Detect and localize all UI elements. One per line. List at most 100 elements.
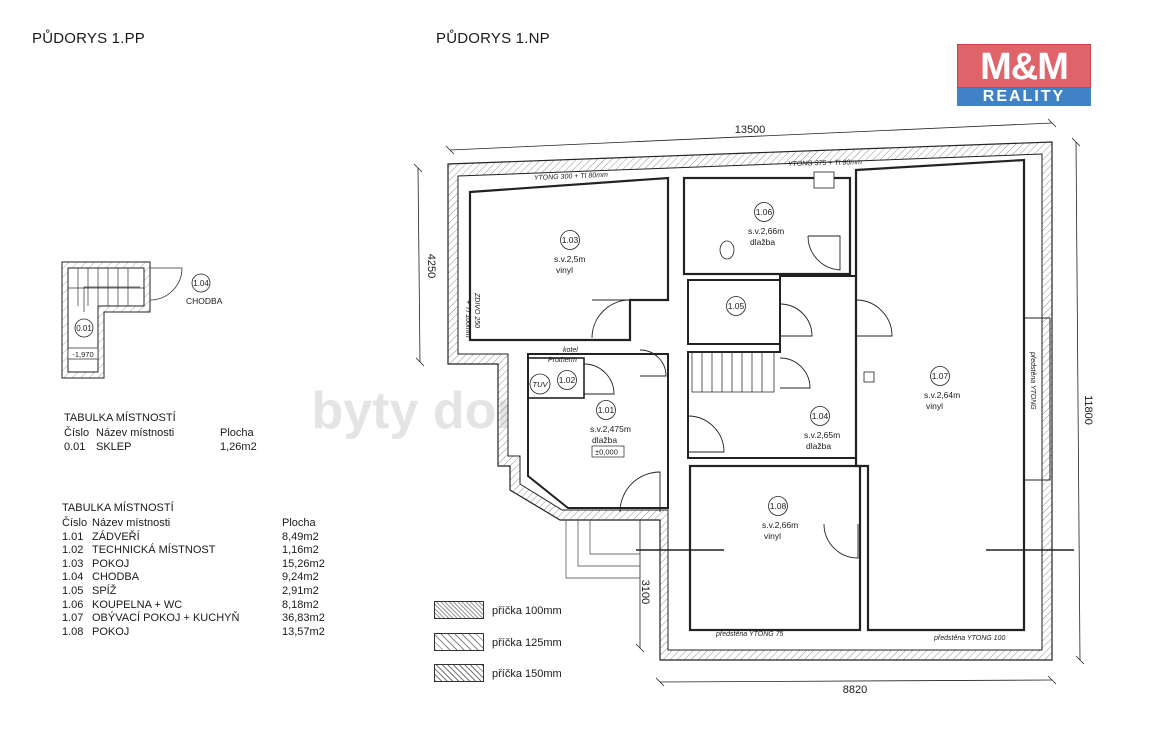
table-1np-header: Číslo Název místnosti Plocha: [62, 517, 362, 531]
room-marker: [754, 202, 774, 222]
dim-bottom-width: 8820: [843, 684, 867, 696]
wall-label-ytong-300: YTONG 300 + TI 80mm: [534, 172, 608, 182]
table-1np: Číslo Název místnosti Plocha 1.01 ZÁDVEŘÍ…: [62, 517, 362, 639]
table-row: 0.01 SKLEP 1,26m2: [64, 441, 284, 455]
table-1np-title: TABULKA MÍSTNOSTÍ: [62, 502, 174, 514]
logo-mark: M&M: [957, 44, 1091, 88]
table-1pp-header-number: Číslo: [64, 427, 90, 439]
table-cell: 1.01: [62, 530, 84, 543]
table-row: 1.06 KOUPELNA + WC 8,18m2: [62, 599, 362, 613]
table-cell: SKLEP: [96, 440, 132, 453]
room-floor: vinyl: [926, 401, 943, 411]
wall-label-predstena-100: předstěna YTONG 100: [933, 635, 1005, 642]
room-id: 1.01: [598, 405, 615, 415]
room-id: 1.03: [562, 235, 579, 245]
wall-label-ytong-375: YTONG 375 + TI 80mm: [788, 159, 862, 168]
table-row: 1.07 OBÝVACÍ POKOJ + KUCHYŇ 36,83m2: [62, 612, 362, 626]
table-cell: SPÍŽ: [92, 584, 117, 597]
basement-corridor-id: 1.04: [193, 279, 209, 288]
table-cell: ZÁDVEŘÍ: [92, 530, 140, 543]
room-marker: [557, 370, 577, 390]
room-id: 1.05: [728, 301, 745, 311]
table-cell: 1,16m2: [282, 544, 319, 557]
table-cell: 1.06: [62, 598, 84, 611]
legend-swatch-150: [434, 664, 484, 682]
room-level: ±0,000: [595, 448, 618, 457]
room-id: 1.04: [812, 411, 829, 421]
table-cell: 2,91m2: [282, 584, 319, 597]
room-id: 1.08: [770, 501, 787, 511]
table-cell: 1.04: [62, 571, 84, 584]
table-1pp: Číslo Název místnosti Plocha 0.01 SKLEP …: [64, 427, 284, 454]
basement-corridor-name: CHODBA: [186, 296, 223, 306]
legend-label-150: příčka 150mm: [492, 668, 562, 680]
room-height: s.v.2,475m: [590, 424, 631, 434]
room-floor: vinyl: [764, 531, 781, 541]
table-row: 1.01 ZÁDVEŘÍ 8,49m2: [62, 531, 362, 545]
dim-right-height: 11800: [1082, 395, 1094, 425]
room-id: 1.06: [756, 207, 773, 217]
table-cell: 1.03: [62, 557, 84, 570]
table-row: 1.05 SPÍŽ 2,91m2: [62, 585, 362, 599]
table-cell: 36,83m2: [282, 612, 325, 625]
wall-label-zdivo-ti: + TI 100mm: [464, 300, 471, 338]
mm-reality-logo: M&M REALITY: [957, 44, 1091, 106]
room-height: s.v.2,66m: [762, 520, 798, 530]
table-cell: OBÝVACÍ POKOJ + KUCHYŇ: [92, 612, 240, 625]
legend-label-125: příčka 125mm: [492, 637, 562, 649]
basement-plan: 0.01 -1,970 1.04 CHODBA: [61, 261, 223, 379]
legend-swatch-100: [434, 601, 484, 619]
table-cell: KOUPELNA + WC: [92, 598, 183, 611]
legend-label-100: příčka 100mm: [492, 605, 562, 617]
ground-plan: 13500 4250 11800 8820 3100: [413, 118, 1094, 696]
table-row: 1.04 CHODBA 9,24m2: [62, 571, 362, 585]
legend-swatch-125: [434, 633, 484, 651]
table-1np-header-number: Číslo: [62, 517, 88, 529]
table-cell: 8,18m2: [282, 598, 319, 611]
table-cell: 1.08: [62, 625, 84, 638]
table-cell: 1.05: [62, 584, 84, 597]
table-cell: 15,26m2: [282, 557, 325, 570]
table-1np-header-name: Název místnosti: [92, 517, 171, 529]
table-1pp-header-area: Plocha: [220, 427, 254, 439]
table-row: 1.03 POKOJ 15,26m2: [62, 558, 362, 572]
room-height: s.v.2,65m: [804, 430, 840, 440]
room-marker: [810, 406, 830, 426]
room-marker: [726, 296, 746, 316]
table-cell: CHODBA: [92, 571, 140, 584]
room-id: 1.07: [932, 371, 949, 381]
table-cell: 9,24m2: [282, 571, 319, 584]
boiler-brand-label: Protherm: [548, 357, 577, 364]
room-floor: dlažba: [750, 237, 775, 247]
room-height: s.v.2,64m: [924, 390, 960, 400]
table-cell: POKOJ: [92, 557, 130, 570]
table-cell: 1.07: [62, 612, 84, 625]
wall-label-predstena-right: předstěna YTONG: [1029, 351, 1036, 410]
wall-label-zdivo: ZDIVO 250: [473, 292, 480, 328]
table-cell: 1,26m2: [220, 440, 257, 453]
wall-label-predstena-75: předstěna YTONG 75: [715, 631, 784, 638]
ground-plan-title: PŮDORYS 1.NP: [436, 30, 550, 47]
dim-top-width: 13500: [735, 124, 766, 136]
stair-room-id: 0.01: [76, 324, 92, 333]
room-marker: [930, 366, 950, 386]
stair-level: -1,970: [72, 350, 93, 359]
room-marker: [560, 230, 580, 250]
table-cell: 1.02: [62, 544, 84, 557]
dim-left-height: 4250: [425, 254, 437, 278]
room-floor: dlažba: [806, 441, 831, 451]
table-1np-header-area: Plocha: [282, 517, 316, 529]
boiler-label: kotel: [563, 347, 578, 354]
room-height: s.v.2,5m: [554, 254, 586, 264]
room-id: 1.02: [559, 375, 576, 385]
table-cell: 8,49m2: [282, 530, 319, 543]
room-marker: [768, 496, 788, 516]
tuv-label: TUV: [533, 380, 549, 389]
dim-bottom-left-height: 3100: [639, 580, 651, 604]
table-1pp-header: Číslo Název místnosti Plocha: [64, 427, 284, 441]
table-1pp-title: TABULKA MÍSTNOSTÍ: [64, 412, 176, 424]
table-cell: POKOJ: [92, 625, 130, 638]
